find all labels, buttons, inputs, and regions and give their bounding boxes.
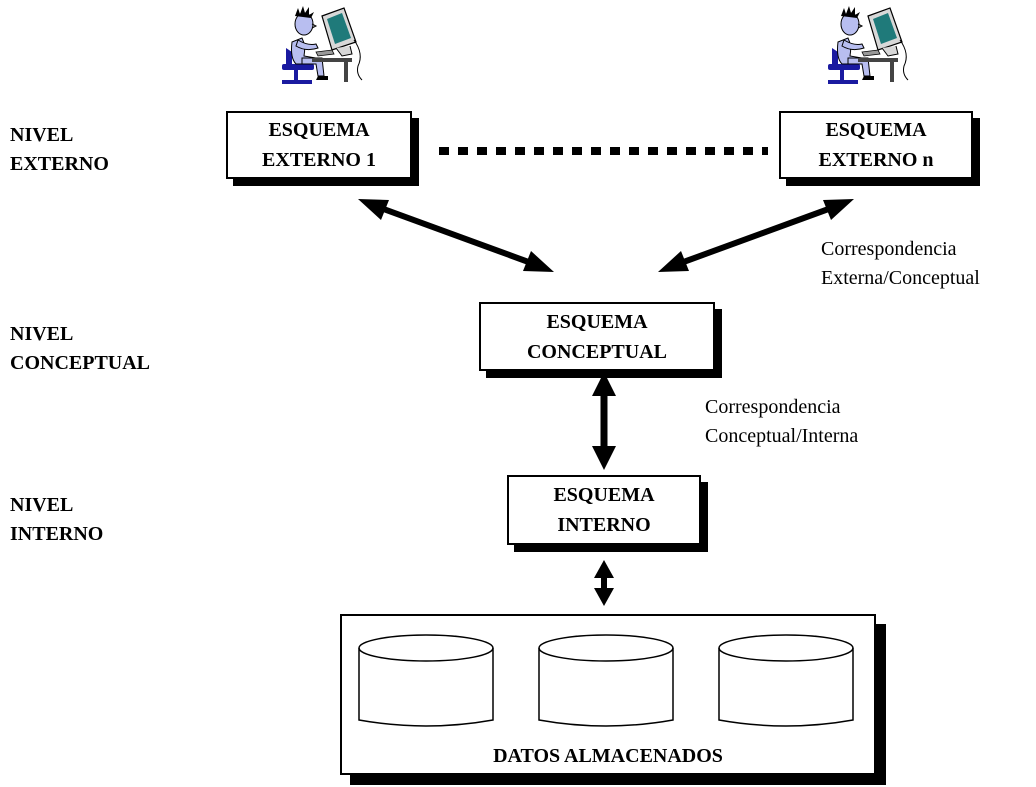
arrows <box>358 199 854 606</box>
box-external-schema-1: ESQUEMA EXTERNO 1 <box>226 111 412 179</box>
disk-cylinders <box>358 634 854 727</box>
box-text: ESQUEMA <box>825 119 927 141</box>
mapping-line: Correspondencia <box>705 396 841 418</box>
level-label-line: EXTERNO <box>10 153 109 175</box>
level-label-line: NIVEL <box>10 323 74 345</box>
mapping-line: Correspondencia <box>821 238 957 260</box>
box-text: ESQUEMA <box>268 119 370 141</box>
box-text: EXTERNO 1 <box>262 149 376 171</box>
mapping-label-conceptual-internal: Correspondencia Conceptual/Interna <box>705 393 858 451</box>
stored-data-container: DATOS ALMACENADOS <box>340 614 876 775</box>
level-label-line: CONCEPTUAL <box>10 352 151 374</box>
level-label-external: NIVEL EXTERNO <box>10 121 109 179</box>
arrow-internal-storage <box>594 560 614 606</box>
mapping-line: Conceptual/Interna <box>705 425 859 447</box>
box-conceptual-schema: ESQUEMA CONCEPTUAL <box>479 302 715 371</box>
arrow-conceptual-internal <box>592 372 616 470</box>
user-at-computer-icon <box>280 4 364 84</box>
box-text: ESQUEMA <box>546 310 648 333</box>
level-label-internal: NIVEL INTERNO <box>10 491 103 549</box>
mapping-label-external-conceptual: Correspondencia Externa/Conceptual <box>821 235 980 293</box>
disk-cylinder-icon <box>358 634 494 727</box>
stored-data-label: DATOS ALMACENADOS <box>493 745 723 767</box>
arrow-external1-conceptual <box>358 199 554 272</box>
mapping-line: Externa/Conceptual <box>821 267 980 289</box>
disk-cylinder-icon <box>718 634 854 727</box>
level-label-line: INTERNO <box>10 523 104 545</box>
level-label-conceptual: NIVEL CONCEPTUAL <box>10 320 150 378</box>
box-text: CONCEPTUAL <box>526 340 667 363</box>
level-label-line: NIVEL <box>10 494 74 516</box>
box-text: ESQUEMA <box>553 484 655 506</box>
box-internal-schema: ESQUEMA INTERNO <box>507 475 701 545</box>
user-at-computer-icon <box>826 4 910 84</box>
box-text: EXTERNO n <box>818 149 934 171</box>
arrow-externaln-conceptual <box>658 199 854 272</box>
level-label-line: NIVEL <box>10 124 74 146</box>
box-text: INTERNO <box>557 514 651 536</box>
disk-cylinder-icon <box>538 634 674 727</box>
box-external-schema-n: ESQUEMA EXTERNO n <box>779 111 973 179</box>
